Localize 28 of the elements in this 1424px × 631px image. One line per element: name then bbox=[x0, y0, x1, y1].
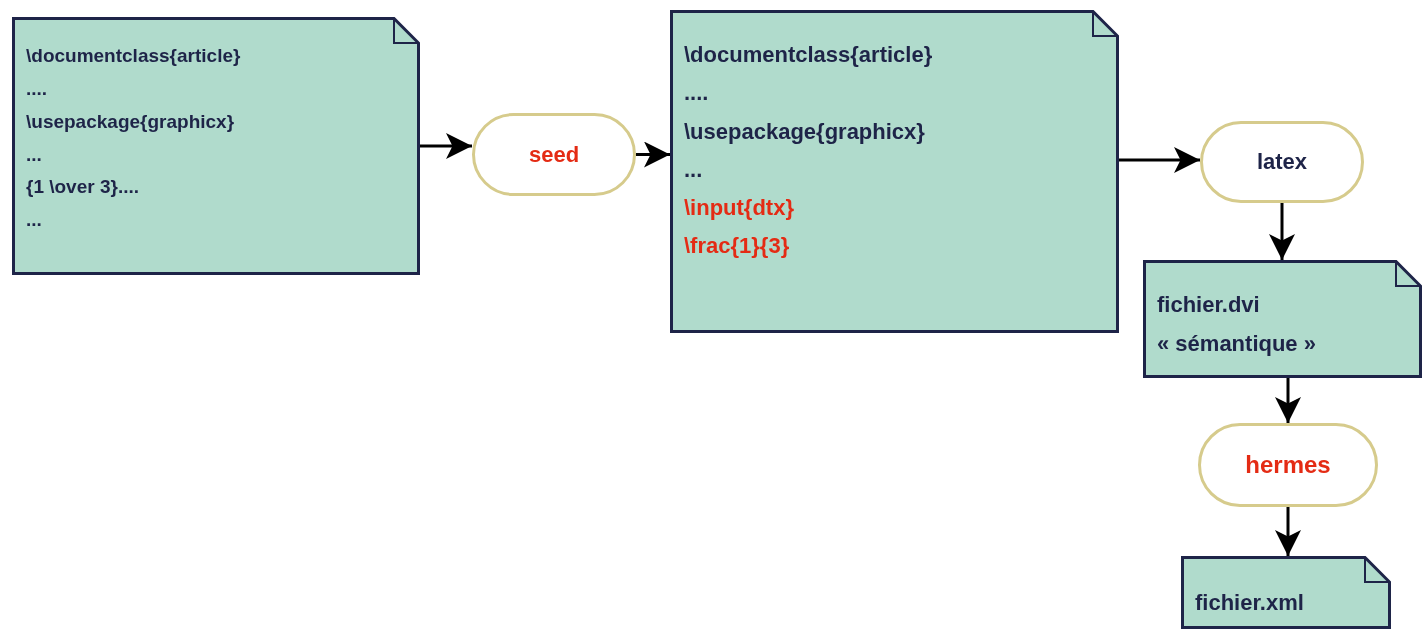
process-label: seed bbox=[528, 141, 580, 168]
code-line: \usepackage{graphicx} bbox=[684, 118, 926, 144]
code-line: ... bbox=[26, 209, 43, 232]
code-line: .... bbox=[684, 80, 710, 106]
code-line: fichier.dvi bbox=[1157, 292, 1261, 318]
code-line: ... bbox=[684, 156, 704, 183]
code-line: \documentclass{article} bbox=[684, 42, 934, 68]
arrow bbox=[420, 133, 472, 159]
arrow bbox=[1269, 203, 1295, 260]
document-box bbox=[1143, 260, 1422, 378]
code-line: \frac{1}{3} bbox=[684, 233, 791, 259]
code-line: {1 \over 3}.... bbox=[26, 176, 140, 199]
code-line: fichier.xml bbox=[1195, 590, 1305, 616]
code-line: ... bbox=[26, 143, 43, 166]
document-box bbox=[12, 17, 420, 275]
code-line: \usepackage{graphicx} bbox=[26, 110, 236, 133]
document-box bbox=[1181, 556, 1391, 629]
arrow bbox=[1275, 507, 1301, 556]
arrow bbox=[1275, 378, 1301, 423]
arrow bbox=[1119, 147, 1200, 173]
process-label: latex bbox=[1256, 149, 1308, 175]
code-line: \input{dtx} bbox=[684, 195, 795, 221]
code-line: \documentclass{article} bbox=[26, 45, 242, 67]
code-line: « sémantique » bbox=[1157, 331, 1317, 357]
document-box bbox=[670, 10, 1119, 333]
code-line: .... bbox=[26, 77, 49, 100]
process-label: hermes bbox=[1245, 451, 1331, 479]
arrow bbox=[636, 141, 670, 168]
